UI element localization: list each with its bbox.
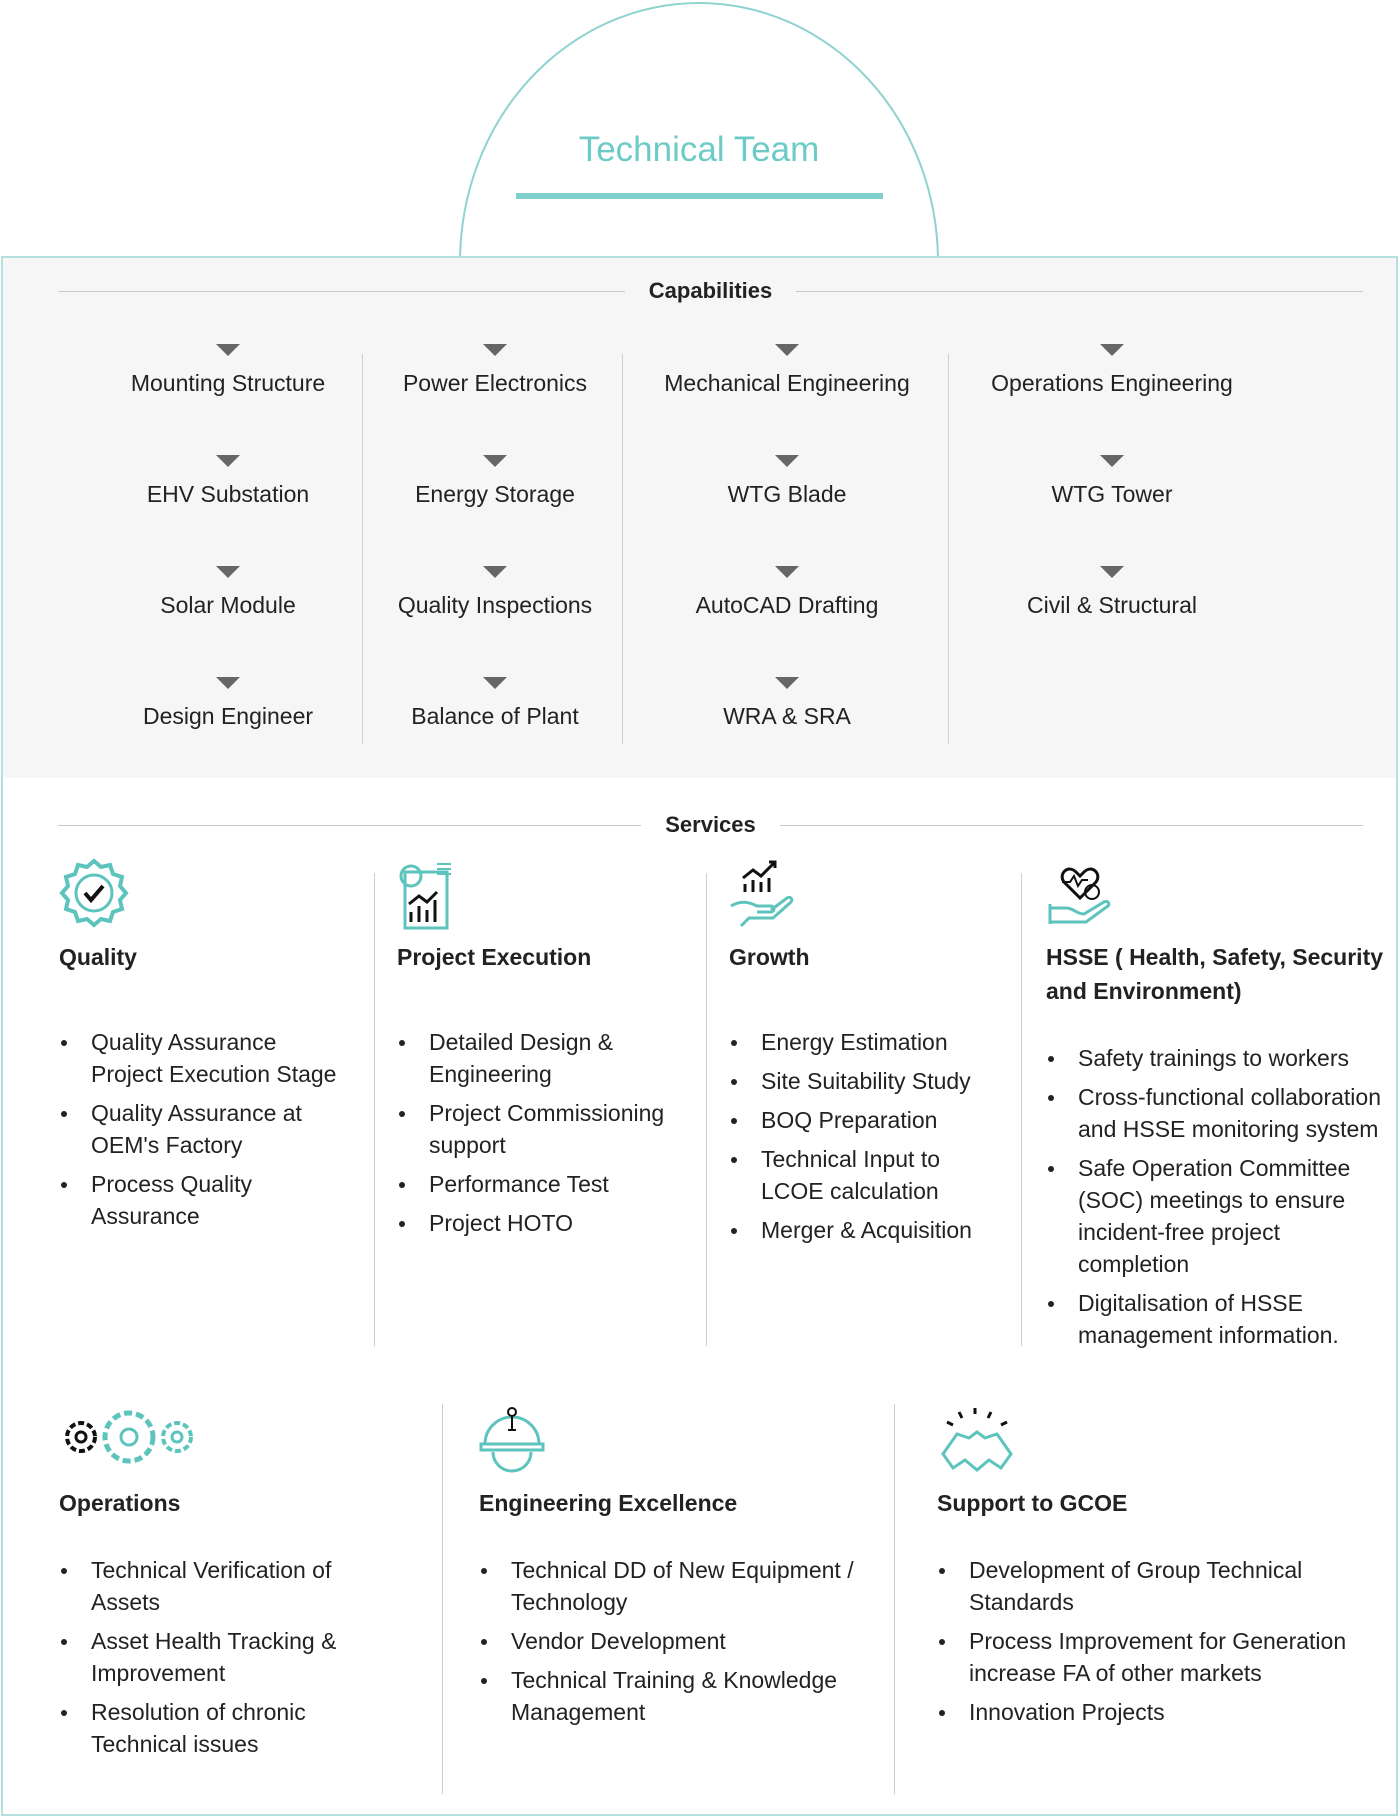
- list-item: Resolution of chronic Technical issues: [59, 1696, 399, 1760]
- list-item: Energy Estimation: [729, 1026, 999, 1058]
- divider: [622, 354, 623, 744]
- capability-item: WRA & SRA: [637, 677, 937, 730]
- capability-item: EHV Substation: [78, 455, 378, 508]
- divider: [1021, 873, 1022, 1346]
- list-item: Technical Training & Knowledge Managemen…: [479, 1664, 859, 1728]
- list-item: Technical DD of New Equipment / Technolo…: [479, 1554, 859, 1618]
- list-item: Vendor Development: [479, 1625, 859, 1657]
- caret-down-icon: [775, 566, 799, 578]
- service-support: Support to GCOE Development of Group Tech…: [937, 1404, 1357, 1735]
- capability-item: WTG Blade: [637, 455, 937, 508]
- caret-down-icon: [216, 344, 240, 356]
- caret-down-icon: [216, 566, 240, 578]
- caret-down-icon: [483, 566, 507, 578]
- capability-item: Civil & Structural: [962, 566, 1262, 619]
- list-item: Technical Input to LCOE calculation: [729, 1143, 999, 1207]
- list-item: Cross-functional collaboration and HSSE …: [1046, 1081, 1396, 1145]
- capability-item: AutoCAD Drafting: [637, 566, 937, 619]
- caret-down-icon: [1100, 344, 1124, 356]
- service-title: Support to GCOE: [937, 1490, 1128, 1516]
- list-item: Process Quality Assurance: [59, 1168, 339, 1232]
- divider: [706, 873, 707, 1346]
- list-item: Quality Assurance at OEM's Factory: [59, 1097, 339, 1161]
- caret-down-icon: [216, 455, 240, 467]
- list-item: Technical Verification of Assets: [59, 1554, 399, 1618]
- service-hsse: HSSE ( Health, Safety, Security and Envi…: [1046, 858, 1396, 1358]
- caret-down-icon: [1100, 566, 1124, 578]
- list-item: Detailed Design & Engineering: [397, 1026, 697, 1090]
- service-title: Growth: [729, 944, 810, 970]
- list-item: Asset Health Tracking & Improvement: [59, 1625, 399, 1689]
- divider: [362, 354, 363, 744]
- service-title: Engineering Excellence: [479, 1490, 738, 1516]
- divider: [948, 354, 949, 744]
- caret-down-icon: [483, 344, 507, 356]
- caret-down-icon: [775, 677, 799, 689]
- handshake-icon: [937, 1404, 1357, 1474]
- list-item: Innovation Projects: [937, 1696, 1357, 1728]
- list-item: Process Improvement for Generation incre…: [937, 1625, 1357, 1689]
- service-title: Operations: [59, 1490, 181, 1516]
- divider: [374, 873, 375, 1346]
- divider: [442, 1404, 443, 1794]
- report-chart-icon: [397, 858, 697, 930]
- capability-item: Power Electronics: [345, 344, 645, 397]
- service-title: Quality: [59, 944, 137, 970]
- list-item: Development of Group Technical Standards: [937, 1554, 1357, 1618]
- title-underline: [516, 193, 883, 199]
- caret-down-icon: [1100, 455, 1124, 467]
- capability-item: Balance of Plant: [345, 677, 645, 730]
- capability-item: WTG Tower: [962, 455, 1262, 508]
- list-item: Digitalisation of HSSE management inform…: [1046, 1287, 1396, 1351]
- divider: [894, 1404, 895, 1794]
- capability-item: Mounting Structure: [78, 344, 378, 397]
- caret-down-icon: [483, 677, 507, 689]
- list-item: Safety trainings to workers: [1046, 1042, 1396, 1074]
- list-item: BOQ Preparation: [729, 1104, 999, 1136]
- list-item: Project HOTO: [397, 1207, 697, 1239]
- gears-icon: [59, 1404, 399, 1474]
- caret-down-icon: [775, 455, 799, 467]
- service-title: HSSE ( Health, Safety, Security and Envi…: [1046, 944, 1384, 1004]
- hand-heart-icon: [1046, 858, 1396, 928]
- engineer-helmet-icon: [479, 1404, 859, 1474]
- list-item: Performance Test: [397, 1168, 697, 1200]
- capability-item: Design Engineer: [78, 677, 378, 730]
- list-item: Site Suitability Study: [729, 1065, 999, 1097]
- capability-item: Operations Engineering: [962, 344, 1262, 397]
- list-item: Safe Operation Committee (SOC) meetings …: [1046, 1152, 1396, 1280]
- services-heading: Services: [58, 812, 1363, 838]
- quality-badge-icon: [59, 858, 339, 928]
- caret-down-icon: [775, 344, 799, 356]
- list-item: Project Commissioning support: [397, 1097, 697, 1161]
- page-title: Technical Team: [578, 130, 820, 169]
- capabilities-heading: Capabilities: [58, 278, 1364, 304]
- capability-item: Solar Module: [78, 566, 378, 619]
- capability-item: Energy Storage: [345, 455, 645, 508]
- caret-down-icon: [483, 455, 507, 467]
- list-item: Quality Assurance Project Execution Stag…: [59, 1026, 339, 1090]
- caret-down-icon: [216, 677, 240, 689]
- hand-growth-chart-icon: [729, 858, 999, 928]
- capability-item: Quality Inspections: [345, 566, 645, 619]
- list-item: Merger & Acquisition: [729, 1214, 999, 1246]
- service-title: Project Execution: [397, 944, 592, 970]
- capability-item: Mechanical Engineering: [637, 344, 937, 397]
